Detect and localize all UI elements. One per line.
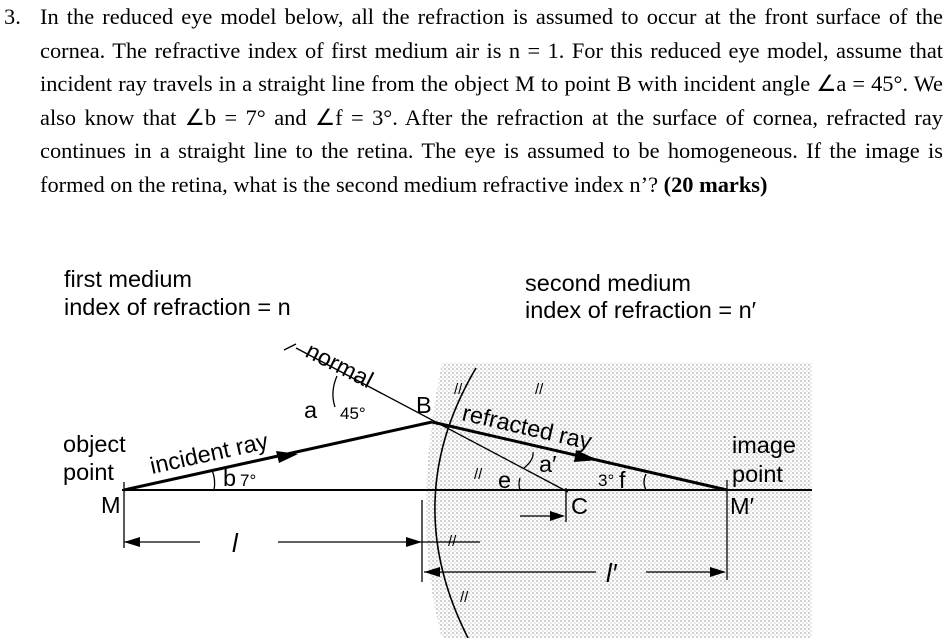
hash-mark-1: // bbox=[454, 381, 463, 398]
point-b-label: B bbox=[416, 392, 432, 418]
first-medium-label: first medium bbox=[64, 266, 192, 292]
second-medium-label: second medium bbox=[525, 270, 691, 296]
angle-a-value: 45° bbox=[340, 404, 366, 423]
incident-ray-arrow bbox=[276, 451, 298, 463]
normal-line bbox=[295, 347, 569, 493]
question-text: In the reduced eye model below, all the … bbox=[40, 4, 943, 197]
object-label-line1: object bbox=[63, 431, 126, 457]
hash-mark-3: // bbox=[474, 466, 483, 483]
hash-mark-2: // bbox=[535, 381, 544, 398]
question-number: 3. bbox=[4, 4, 21, 29]
angle-a-prime-arc bbox=[523, 451, 534, 469]
question-text-wrapper: In the reduced eye model below, all the … bbox=[40, 0, 943, 202]
angle-f-value: 3° bbox=[598, 471, 614, 490]
hash-mark-4: // bbox=[448, 533, 457, 550]
cornea-surface bbox=[434, 367, 477, 638]
second-index-label: index of refraction = n′ bbox=[525, 297, 756, 323]
refracted-ray-arrow bbox=[574, 450, 598, 462]
distance-l-arrow-left bbox=[124, 537, 140, 547]
distance-l-prime-arrow-left bbox=[424, 567, 440, 577]
angle-e-arc bbox=[518, 477, 521, 491]
image-label-line1: image bbox=[732, 432, 796, 458]
point-m-prime-label: M′ bbox=[730, 493, 754, 519]
angle-f-arc bbox=[643, 473, 647, 491]
question-marks: (20 marks) bbox=[663, 171, 768, 197]
angle-b-label: b bbox=[223, 465, 236, 491]
distance-l-arrow-right bbox=[406, 537, 422, 547]
angle-e-label: e bbox=[498, 467, 511, 493]
distance-l-label: l bbox=[232, 528, 239, 558]
angle-a-label: a bbox=[304, 397, 318, 423]
normal-line-tick bbox=[283, 343, 297, 351]
distance-l-prime-label: l′ bbox=[606, 558, 618, 588]
angle-b-value: 7° bbox=[240, 471, 256, 490]
angle-a-prime-label: a′ bbox=[539, 451, 556, 477]
angle-b-arc bbox=[211, 469, 216, 491]
point-c-label: C bbox=[571, 493, 588, 519]
normal-label: normal bbox=[302, 337, 378, 393]
angle-f-label: f bbox=[619, 467, 626, 493]
distance-l-prime-arrow-right bbox=[710, 567, 726, 577]
angle-a-arc bbox=[332, 375, 338, 408]
point-m-label: M bbox=[101, 492, 121, 518]
image-label-line2: point bbox=[732, 461, 783, 487]
first-index-label: index of refraction = n bbox=[64, 294, 291, 320]
object-label-line2: point bbox=[63, 459, 114, 485]
hash-mark-5: // bbox=[460, 589, 469, 606]
c-arrow-head bbox=[550, 511, 565, 521]
